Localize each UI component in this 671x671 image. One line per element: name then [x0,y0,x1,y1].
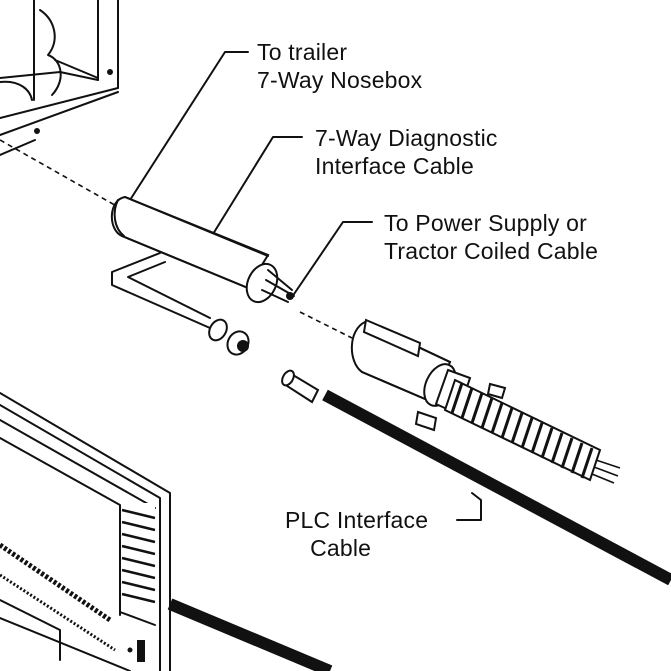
alignment-line-plug [299,311,353,339]
coiled-cable-plug-icon [350,318,621,484]
label-diagnostic-cable-line-1: 7-Way Diagnostic [315,125,498,151]
leader-nosebox [129,51,249,201]
monitor-unit-icon [0,392,171,671]
label-nosebox: To trailer 7-Way Nosebox [257,38,422,94]
label-nosebox-line-2: 7-Way Nosebox [257,67,423,93]
diagnostic-cable-connector-icon [110,195,295,356]
label-power-supply-line-1: To Power Supply or [384,210,588,236]
label-diagnostic-cable-line-2: Interface Cable [315,153,474,179]
label-diagnostic-cable: 7-Way Diagnostic Interface Cable [315,124,498,180]
nosebox-housing-icon [0,0,119,156]
label-plc-cable: PLC Interface Cable [285,506,428,562]
alignment-line-nosebox [0,139,121,209]
label-power-supply-line-2: Tractor Coiled Cable [384,238,599,264]
leader-diagnostic-cable [199,136,303,256]
label-plc-cable-line-1: PLC Interface [285,507,429,533]
plc-cable-icon [167,369,671,671]
label-plc-cable-line-2: Cable [310,535,372,561]
leader-plc-cable [456,492,482,521]
label-nosebox-line-1: To trailer [257,39,348,65]
leader-power-supply [291,221,373,298]
label-power-supply: To Power Supply or Tractor Coiled Cable [384,209,598,265]
